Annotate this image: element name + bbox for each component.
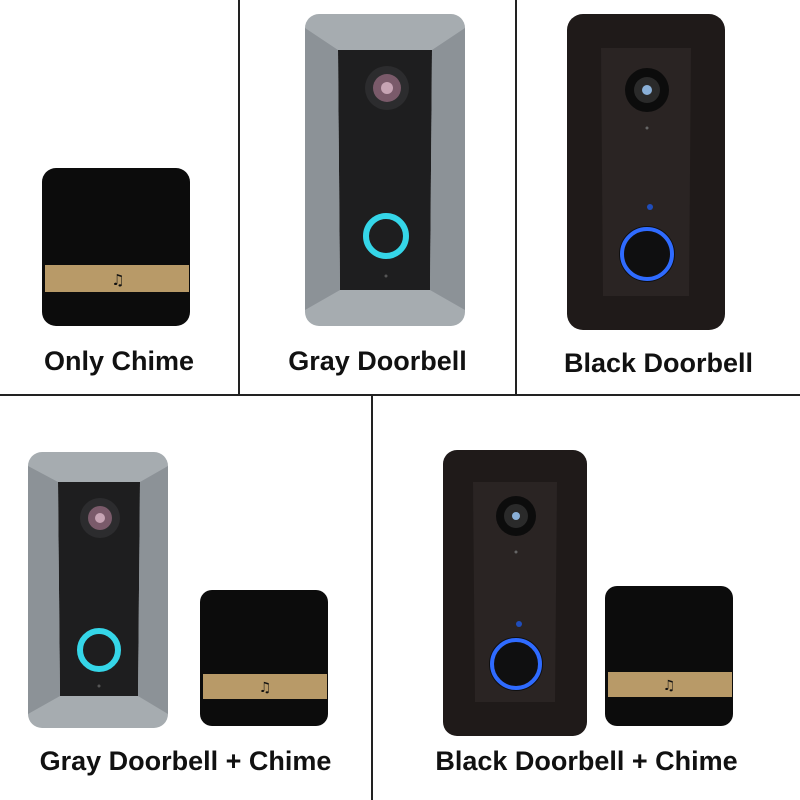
gray-doorbell-image bbox=[305, 14, 465, 326]
option-label: Gray Doorbell + Chime bbox=[39, 746, 332, 776]
music-note-icon: ♫ bbox=[663, 678, 676, 694]
option-gray-doorbell-chime[interactable]: ♫ Gray Doorbell + Chime bbox=[0, 396, 371, 800]
option-label: Black Doorbell + Chime bbox=[435, 746, 738, 776]
divider-top-left bbox=[238, 0, 240, 395]
divider-horizontal bbox=[0, 394, 800, 396]
divider-bottom bbox=[371, 396, 373, 800]
option-label: Only Chime bbox=[43, 346, 195, 376]
black-doorbell-image bbox=[567, 14, 725, 330]
option-black-doorbell[interactable]: Black Doorbell bbox=[517, 0, 800, 394]
option-label: Black Doorbell bbox=[563, 348, 754, 378]
music-note-icon: ♫ bbox=[259, 680, 272, 696]
gray-doorbell-chime-image: ♫ bbox=[28, 452, 328, 728]
divider-top-right bbox=[515, 0, 517, 395]
black-doorbell-chime-image: ♫ bbox=[443, 450, 733, 736]
option-black-doorbell-chime[interactable]: ♫ Black Doorbell + Chime bbox=[373, 396, 800, 800]
option-only-chime[interactable]: ♫ Only Chime bbox=[0, 0, 238, 394]
option-label: Gray Doorbell bbox=[288, 346, 467, 376]
music-note-icon: ♫ bbox=[111, 271, 124, 289]
chime-image: ♫ bbox=[42, 168, 190, 326]
option-gray-doorbell[interactable]: Gray Doorbell bbox=[240, 0, 515, 394]
